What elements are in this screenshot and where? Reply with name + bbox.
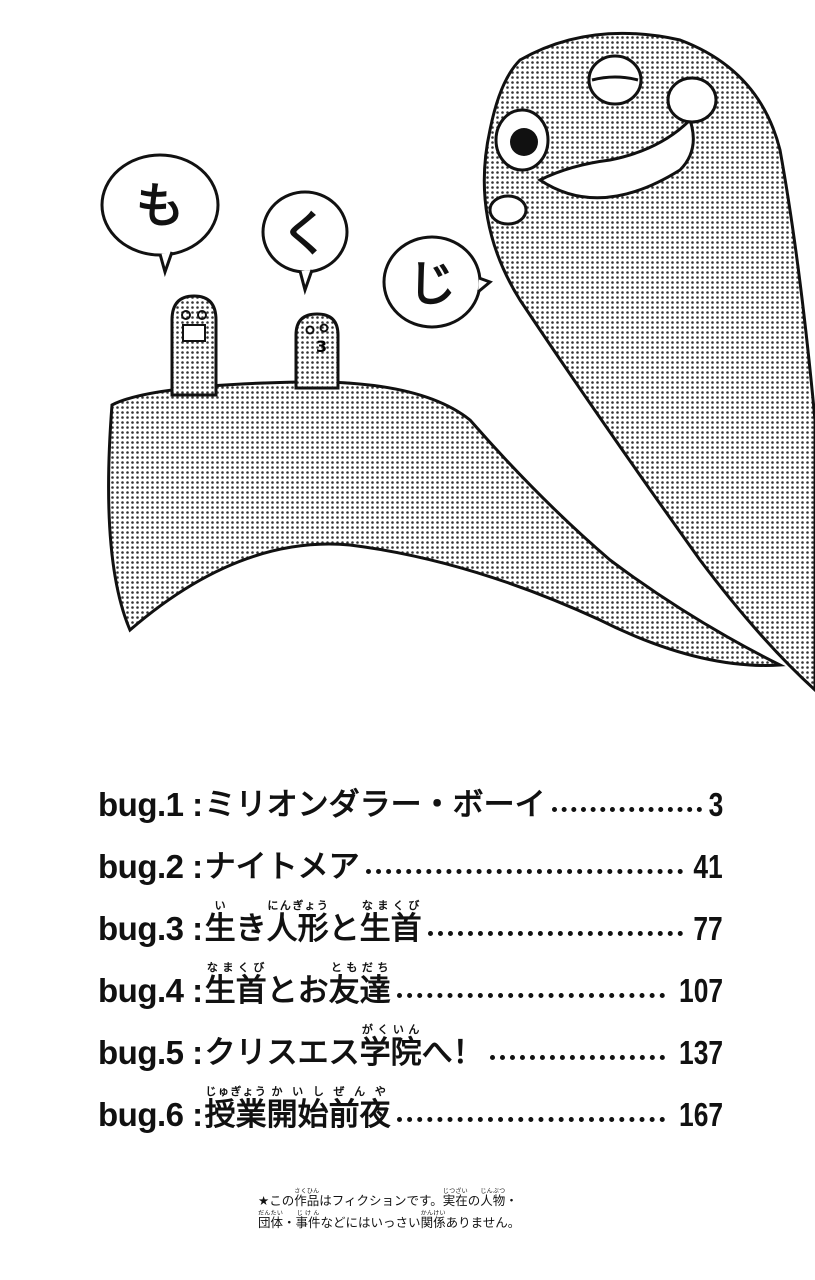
ruby-text: 生い <box>204 899 236 947</box>
leader-dots <box>551 807 702 812</box>
chapter-number: bug.4 : <box>98 972 203 1009</box>
small-worm-right: 3 <box>294 312 340 390</box>
leader-dots <box>396 1117 665 1122</box>
toc-entry[interactable]: bug.4 :生首なまくびとお友達ともだち 107 <box>98 948 723 1010</box>
toc-entry[interactable]: bug.3 :生いき人形にんぎょうと生首なまくび 77 <box>98 886 723 948</box>
ruby-text: 人物じんぶつ <box>480 1188 506 1208</box>
toc-entry[interactable]: bug.5 :クリスエス学院がくいんへ！ 137 <box>98 1010 723 1072</box>
leader-dots <box>489 1055 665 1060</box>
chapter-number: bug.2 : <box>98 848 203 885</box>
chapter-title: 生首なまくびとお友達ともだち <box>204 961 391 1009</box>
ruby-text: 実在じつざい <box>442 1188 468 1208</box>
leader-dots <box>427 931 684 936</box>
chapter-title: クリスエス学院がくいんへ！ <box>204 1023 484 1071</box>
ruby-text: 生首なまくび <box>359 899 422 947</box>
leader-dots <box>365 869 684 874</box>
chapter-number: bug.3 : <box>98 910 203 947</box>
page-number: 107 <box>678 972 723 1009</box>
toc-entry[interactable]: bug.6 :授業じゅぎょう開始かいし前夜ぜんや 167 <box>98 1072 723 1134</box>
speech-bubble-ku: く <box>261 190 349 296</box>
ruby-text: 学院がくいん <box>359 1023 422 1071</box>
ruby-text: 人形にんぎょう <box>266 899 329 947</box>
cover-illustration: 3 も く じ <box>100 31 815 693</box>
ruby-text: 開始かいし <box>266 1085 329 1133</box>
chapter-title: 授業じゅぎょう開始かいし前夜ぜんや <box>205 1085 391 1134</box>
toc-entry[interactable]: bug.1 :ミリオンダラー・ボーイ 3 <box>98 762 723 824</box>
ruby-text: 前夜ぜんや <box>328 1085 391 1133</box>
chapter-number: bug.5 : <box>98 1034 203 1071</box>
ruby-text: 事件じけん <box>295 1210 321 1230</box>
small-worm-left <box>170 294 218 397</box>
page-number: 3 <box>708 786 723 823</box>
ruby-text: 関係かんけい <box>420 1210 446 1230</box>
page-number: 137 <box>678 1034 723 1071</box>
page-number: 167 <box>678 1096 723 1133</box>
ruby-text: 授業じゅぎょう <box>204 1085 267 1133</box>
svg-text:じ: じ <box>408 256 456 312</box>
branch-shape <box>107 380 786 667</box>
svg-text:も: も <box>136 178 184 234</box>
svg-text:く: く <box>281 206 329 262</box>
ruby-text: 友達ともだち <box>328 961 391 1009</box>
chapter-number: bug.1 : <box>98 786 203 823</box>
page-number: 41 <box>693 848 723 885</box>
chapter-title: ミリオンダラー・ボーイ <box>204 787 546 823</box>
chapter-title: 生いき人形にんぎょうと生首なまくび <box>204 899 422 947</box>
disclaimer-line-2: 団体だんたい・事件じけんなどにはいっさい関係かんけいありません。 <box>258 1210 521 1230</box>
disclaimer-line-1: ★この作品さくひんはフィクションです。実在じつざいの人物じんぶつ・ <box>258 1188 518 1208</box>
fiction-disclaimer: ★この作品さくひんはフィクションです。実在じつざいの人物じんぶつ・ 団体だんたい… <box>258 1188 520 1232</box>
chapter-title: ナイトメア <box>204 849 360 885</box>
toc-entry[interactable]: bug.2 :ナイトメア 41 <box>98 824 723 886</box>
leader-dots <box>396 993 665 998</box>
small-worm-mouth: 3 <box>316 337 327 356</box>
ruby-text: 団体だんたい <box>258 1210 284 1230</box>
ruby-text: 作品さくひん <box>294 1188 320 1208</box>
chapter-number: bug.6 : <box>98 1096 203 1133</box>
speech-bubble-mo: も <box>100 153 220 278</box>
ruby-text: 生首なまくび <box>204 961 267 1009</box>
speech-bubble-ji: じ <box>382 235 493 329</box>
page-number: 77 <box>693 910 723 947</box>
big-worm <box>482 31 815 693</box>
